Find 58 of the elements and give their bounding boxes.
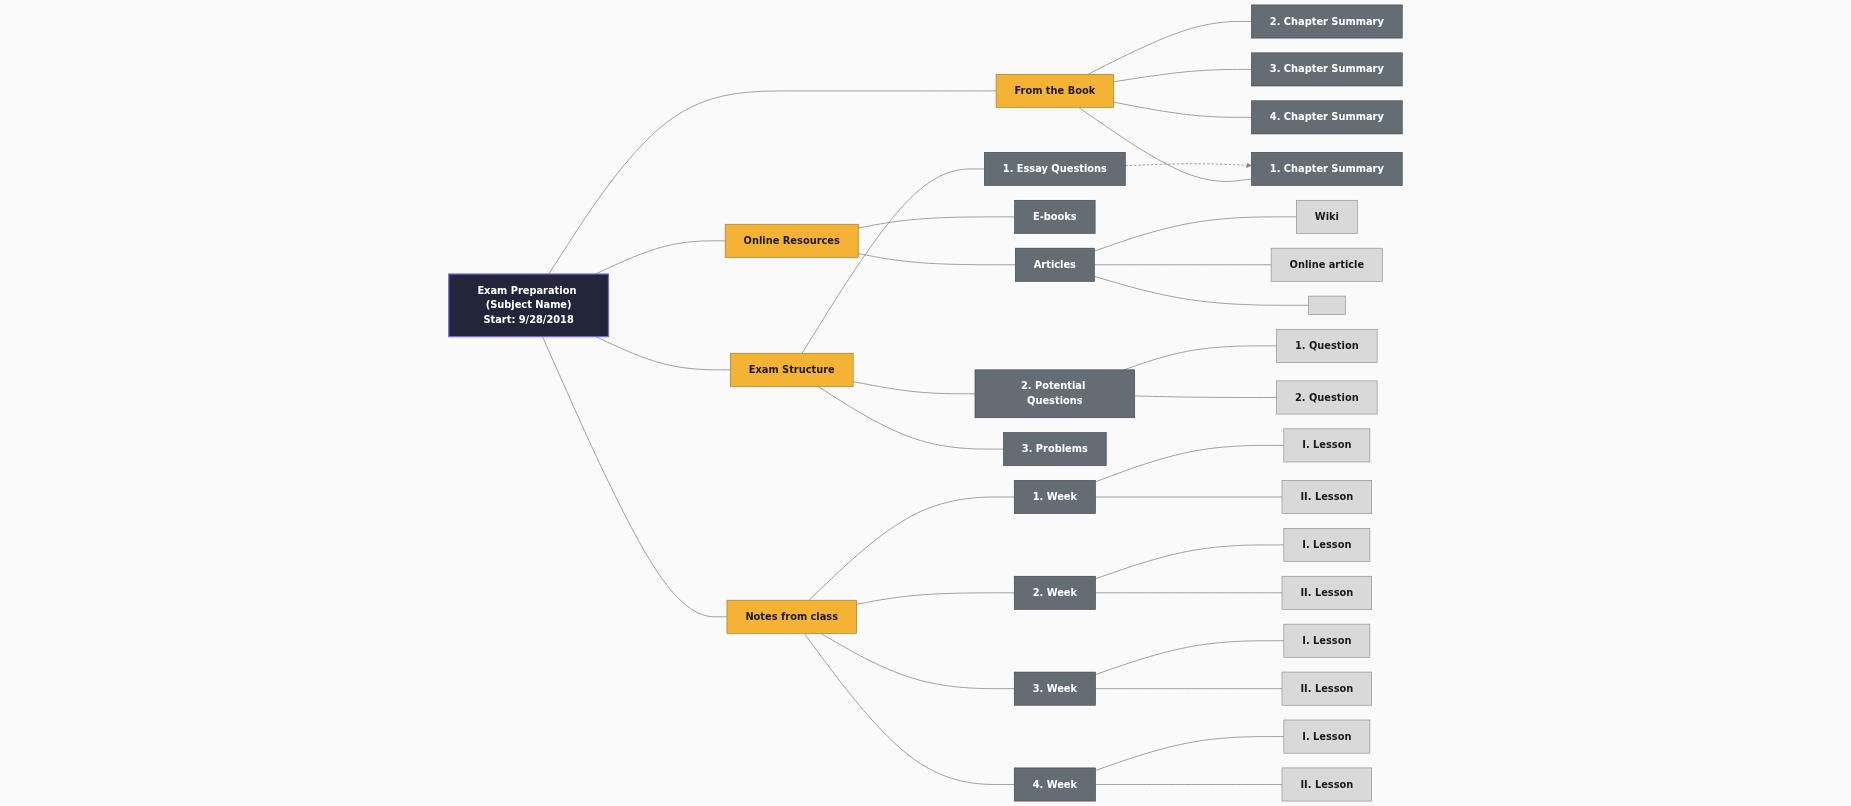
connector <box>1087 21 1252 75</box>
node-box: Wiki <box>1296 199 1358 234</box>
node-box: Notes from class <box>726 599 857 634</box>
node-box: 3. Week <box>1013 671 1096 706</box>
connector <box>1095 544 1285 580</box>
node-box: 2. Chapter Summary <box>1251 4 1403 39</box>
node-box: E-books <box>1014 199 1096 234</box>
node-box: Articles <box>1015 247 1095 282</box>
connector <box>801 168 985 354</box>
connector <box>1094 216 1297 252</box>
connector <box>548 90 997 275</box>
node-box: 3. Problems <box>1003 432 1107 466</box>
connector <box>856 592 1015 605</box>
node-box: Exam Structure <box>730 352 854 387</box>
connector <box>857 253 1016 266</box>
connector <box>595 336 731 371</box>
connector <box>1094 264 1272 266</box>
node-box: II. Lesson <box>1281 575 1372 610</box>
connector <box>1113 69 1252 83</box>
connector <box>542 336 728 618</box>
node-box: Online article <box>1270 247 1383 282</box>
connector <box>1095 640 1285 675</box>
connector <box>1095 445 1285 483</box>
connector <box>1095 496 1283 498</box>
node-box: I. Lesson <box>1283 528 1371 562</box>
connector <box>1134 395 1277 398</box>
node-box: I. Lesson <box>1283 719 1371 754</box>
connector <box>803 632 1015 785</box>
node-box: II. Lesson <box>1281 480 1372 514</box>
connector <box>1113 101 1252 118</box>
node-box: 1. Essay Questions <box>984 152 1126 186</box>
node-box: 4. Chapter Summary <box>1251 100 1403 135</box>
connector <box>857 216 1015 229</box>
connector <box>1094 276 1309 306</box>
node-box: II. Lesson <box>1281 671 1372 706</box>
node-box: 2. Week <box>1013 575 1096 610</box>
node-box: I. Lesson <box>1283 623 1371 658</box>
node-box: 2. Question <box>1276 380 1378 415</box>
connector <box>820 632 1015 690</box>
connector <box>1095 784 1283 785</box>
node-box: 4. Week <box>1013 767 1096 802</box>
node-box <box>1308 295 1346 315</box>
node-box: Online Resources <box>724 223 859 258</box>
node-box: I. Lesson <box>1283 428 1371 463</box>
node-box: II. Lesson <box>1281 767 1372 802</box>
connector <box>1095 736 1285 771</box>
connector <box>852 381 976 395</box>
connector <box>1095 592 1283 594</box>
connector <box>1095 688 1283 690</box>
node-box: 2. Potential Questions <box>974 369 1135 419</box>
node-box: From the Book <box>995 74 1114 108</box>
node-box: 1. Question <box>1276 328 1378 363</box>
connector <box>817 386 1004 450</box>
node-box: 1. Week <box>1013 480 1096 514</box>
connector <box>808 496 1015 601</box>
node-box: 1. Chapter Summary <box>1251 152 1403 186</box>
node-box: 3. Chapter Summary <box>1251 52 1403 87</box>
node-box: Exam Preparation (Subject Name) Start: 9/28/2018 <box>448 273 610 338</box>
